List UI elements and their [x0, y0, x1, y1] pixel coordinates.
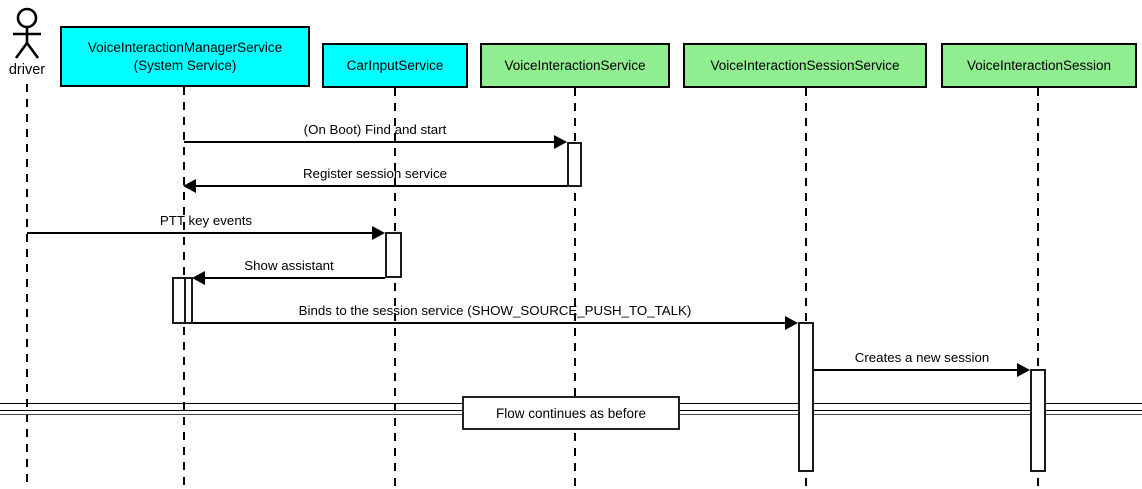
participant-label: CarInputService	[346, 57, 444, 73]
activation-voiceinteractionsessionservice	[798, 322, 814, 472]
divider-label: Flow continues as before	[495, 405, 647, 421]
lifeline-voiceinteractionservice	[574, 88, 576, 489]
actor-icon	[13, 7, 41, 59]
message-arrow	[184, 141, 556, 143]
participant-carinputservice: CarInputService	[322, 43, 468, 88]
participant-label: VoiceInteractionService	[504, 57, 646, 73]
activation-voiceinteractionservice	[567, 142, 582, 187]
participant-label: VoiceInteractionSessionService	[710, 57, 900, 73]
message-label: Creates a new session	[854, 350, 990, 365]
arrowhead-icon	[372, 226, 385, 240]
message-label: PTT key events	[159, 213, 253, 228]
message-label: Binds to the session service (SHOW_SOURC…	[298, 303, 692, 318]
lifeline-carinputservice	[394, 88, 396, 489]
divider-label-box: Flow continues as before	[462, 396, 680, 430]
lifeline-voiceinteractionsession	[1037, 88, 1039, 489]
participant-voiceinteractionmanagerservice: VoiceInteractionManagerService (System S…	[60, 26, 310, 87]
participant-voiceinteractionservice: VoiceInteractionService	[480, 43, 670, 88]
arrowhead-icon	[554, 135, 567, 149]
activation-voiceinteractionsession	[1030, 369, 1046, 472]
message-arrow	[195, 185, 567, 187]
arrowhead-icon	[1017, 363, 1030, 377]
message-arrow	[814, 369, 1019, 371]
message-label: (On Boot) Find and start	[303, 122, 447, 137]
activation-voiceinteractionmanagerservice	[172, 277, 193, 324]
message-arrow	[193, 322, 787, 324]
arrowhead-icon	[183, 179, 196, 193]
participant-voiceinteractionsession: VoiceInteractionSession	[941, 43, 1137, 88]
activation-carinputservice	[385, 232, 402, 278]
message-arrow	[27, 232, 374, 234]
activation-nested-edge	[184, 279, 186, 322]
participant-label: VoiceInteractionSession	[966, 57, 1112, 73]
participant-label: VoiceInteractionManagerService	[87, 39, 283, 55]
lifeline-driver	[26, 84, 28, 489]
participant-sublabel: (System Service)	[133, 57, 237, 73]
arrowhead-icon	[785, 316, 798, 330]
arrowhead-icon	[192, 271, 205, 285]
message-label: Register session service	[302, 166, 448, 181]
message-arrow	[204, 277, 385, 279]
lifeline-voiceinteractionsessionservice	[805, 88, 807, 489]
actor-label: driver	[8, 62, 46, 78]
participant-voiceinteractionsessionservice: VoiceInteractionSessionService	[683, 43, 927, 88]
message-label: Show assistant	[244, 258, 334, 273]
